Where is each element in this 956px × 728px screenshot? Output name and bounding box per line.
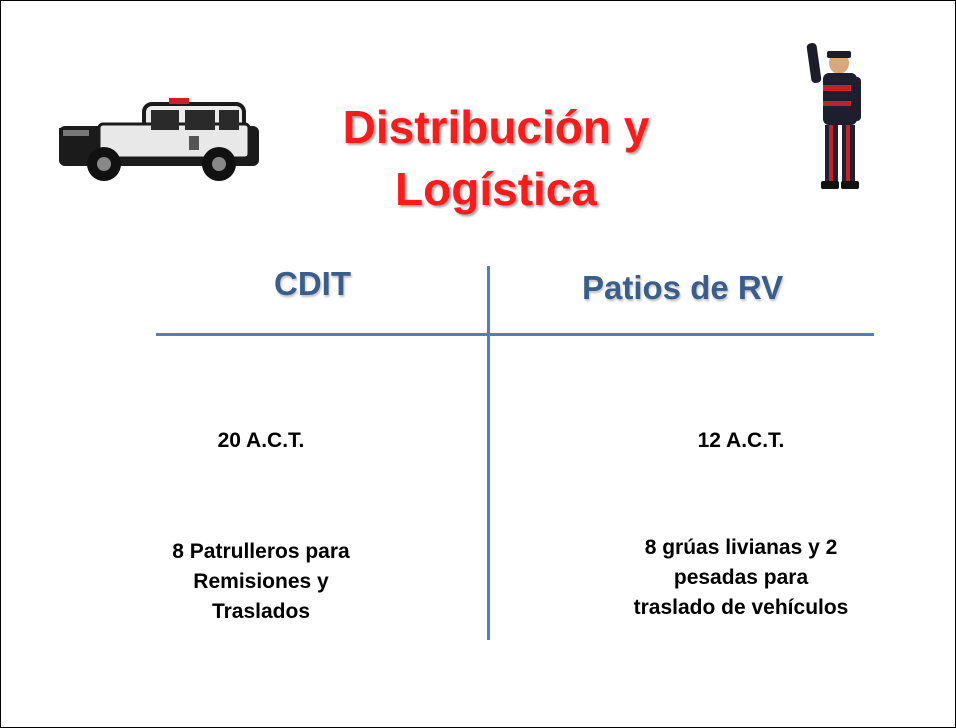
slide-title: Distribución y Logística: [301, 96, 691, 220]
patios-desc-line-1: 8 grúas livianas y 2: [644, 536, 838, 559]
traffic-officer-image: [806, 43, 861, 189]
title-line-2: Logística: [395, 163, 597, 215]
cdit-desc-line-1: 8 Patrulleros para: [172, 540, 350, 563]
vertical-divider: [487, 266, 490, 640]
patios-heading: Patios de RV: [582, 269, 784, 306]
cdit-heading: CDIT: [274, 265, 351, 302]
cdit-act-count: 20 A.C.T.: [217, 429, 305, 452]
horizontal-divider: [156, 333, 874, 336]
patrol-truck-image: [59, 98, 259, 181]
title-line-1: Distribución y: [342, 101, 650, 153]
cdit-description: 8 Patrulleros para Remisiones y Traslado…: [121, 537, 401, 627]
cdit-desc-line-3: Traslados: [211, 600, 311, 623]
patios-desc-line-2: pesadas para: [673, 566, 809, 589]
patios-act-count: 12 A.C.T.: [697, 429, 785, 452]
patios-desc-line-3: traslado de vehículos: [633, 596, 849, 619]
patios-description: 8 grúas livianas y 2 pesadas para trasla…: [586, 533, 896, 623]
cdit-desc-line-2: Remisiones y: [193, 570, 329, 593]
